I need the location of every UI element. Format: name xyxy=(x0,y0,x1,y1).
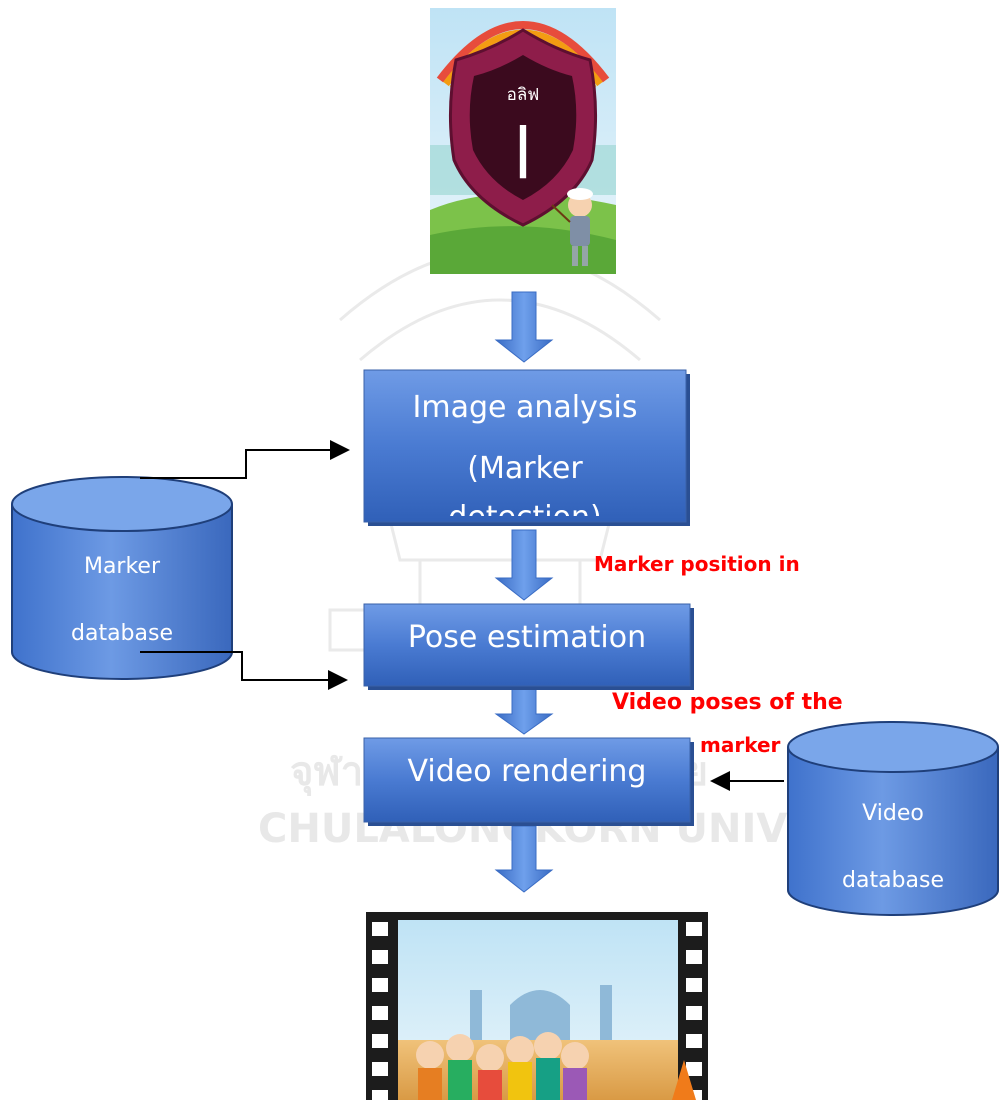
marker-card-image: อลิฟ ا xyxy=(430,8,616,274)
video-rendering-box: Video rendering xyxy=(363,737,694,826)
traffic-cone-icon xyxy=(672,1060,696,1100)
flow-arrow-pose-to-rendering xyxy=(494,687,554,735)
image-analysis-label-line3: detection) xyxy=(448,500,601,535)
image-analysis-label-line1: Image analysis xyxy=(413,390,638,425)
marker-database-label-line2: database xyxy=(71,621,173,646)
output-video-filmstrip xyxy=(366,912,708,1100)
pose-estimation-box: Pose estimation xyxy=(363,603,694,690)
flow-arrow-card-to-analysis xyxy=(494,291,554,363)
image-analysis-label-line2: (Marker xyxy=(467,451,583,486)
video-database-cylinder: Video database xyxy=(787,721,999,916)
boy-character xyxy=(551,188,593,266)
video-poses-annotation-line2: marker xyxy=(700,733,781,757)
video-poses-annotation-line1: Video poses of the xyxy=(612,690,843,715)
marker-database-label-line1: Marker xyxy=(84,554,161,579)
mosque-silhouette xyxy=(470,985,612,1040)
image-analysis-box: Image analysis (Marker detection) xyxy=(363,369,690,535)
children-group xyxy=(416,1032,589,1100)
marker-db-to-image-analysis-connector xyxy=(140,440,350,479)
marker-database-cylinder: Marker database xyxy=(11,476,233,680)
marker-card-arabic-letter: ا xyxy=(513,113,532,195)
flow-arrow-rendering-to-output xyxy=(494,825,554,893)
marker-card-letter-name: อลิฟ xyxy=(507,85,540,105)
marker-position-annotation: Marker position in xyxy=(594,552,800,576)
video-rendering-label: Video rendering xyxy=(408,754,647,789)
video-database-label-line2: database xyxy=(842,868,944,893)
pose-estimation-label: Pose estimation xyxy=(408,620,646,655)
video-database-label-line1: Video xyxy=(862,801,924,826)
marker-db-to-pose-estimation-connector xyxy=(140,651,348,690)
flow-arrow-analysis-to-pose xyxy=(494,529,554,601)
